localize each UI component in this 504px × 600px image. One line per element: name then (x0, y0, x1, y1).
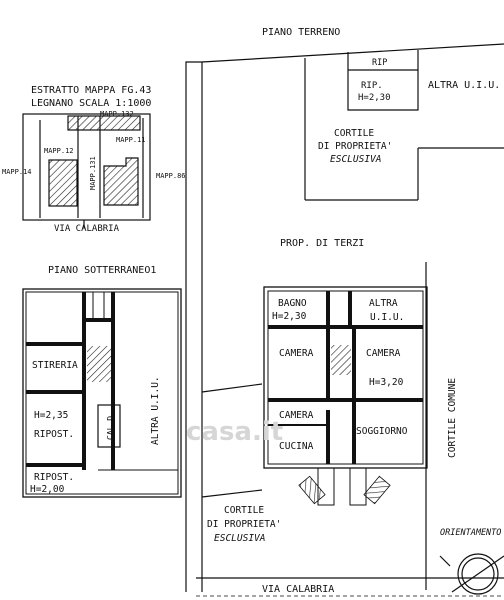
altra-uiu-top: ALTRA U.I.U. (428, 80, 500, 91)
extract-title: ESTRATTO MAPPA FG.43 (31, 85, 151, 96)
map-label-86: MAPP.86 (156, 172, 186, 180)
extract-scale: LEGNANO SCALA 1:1000 (31, 98, 151, 109)
map-label-131: MAPP.131 (89, 156, 97, 190)
orientamento-label: ORIENTAMENTO (440, 528, 501, 538)
rip2-label: RIP. (361, 81, 383, 91)
bagno-height: H=2,30 (272, 311, 307, 322)
ground-lot-lines (185, 43, 504, 597)
room-cald: CAL.D. (106, 411, 115, 440)
basement-altra-uiu: ALTRA U.I.U. (150, 376, 161, 445)
street-label: VIA CALABRIA (262, 584, 334, 595)
map-label-132: MAPP.132 (100, 110, 134, 118)
compass-icon (439, 553, 504, 595)
page-title: PIANO TERRENO (262, 27, 340, 38)
cadastral-map (22, 113, 151, 228)
basement-height-200: H=2,00 (30, 484, 65, 495)
map-street-label: VIA CALABRIA (54, 224, 120, 234)
rip-label: RIP (372, 58, 387, 68)
prop-terzi-label: PROP. DI TERZI (280, 238, 364, 249)
rip-height: H=2,30 (358, 93, 391, 103)
cortile-label-1b: DI PROPRIETA' (318, 141, 392, 152)
room-soggiorno: SOGGIORNO (356, 426, 408, 437)
room-cucina: CUCINA (279, 441, 314, 452)
map-label-11: MAPP.11 (116, 136, 146, 144)
room-ripost-1: RIPOST. (34, 429, 74, 440)
room-camera-3: CAMERA (279, 410, 314, 421)
room-stireria: STIRERIA (32, 360, 78, 371)
cortile-label-2: CORTILE (224, 505, 264, 516)
basement-title: PIANO SOTTERRANEO1 (48, 265, 156, 276)
map-label-12: MAPP.12 (44, 147, 74, 155)
room-ripost-2: RIPOST. (34, 472, 74, 483)
camera-height: H=3,20 (369, 377, 404, 388)
cortile-label-2c: ESCLUSIVA (214, 533, 265, 544)
basement-plan (22, 288, 182, 498)
room-camera-2: CAMERA (366, 348, 401, 359)
cortile-label-1: CORTILE (334, 128, 374, 139)
room-bagno: BAGNO (278, 298, 307, 309)
watermark-logo: casa.it (186, 417, 283, 447)
room-altra: ALTRA (369, 298, 398, 309)
cortile-comune-label: CORTILE COMUNE (447, 378, 458, 458)
room-camera-1: CAMERA (279, 348, 314, 359)
cortile-label-1c: ESCLUSIVA (330, 154, 381, 165)
basement-height-235: H=2,35 (34, 410, 68, 421)
map-label-14: MAPP.14 (2, 168, 32, 176)
cortile-label-2b: DI PROPRIETA' (207, 519, 281, 530)
room-uiu: U.I.U. (370, 312, 404, 323)
house-plan (263, 286, 428, 506)
